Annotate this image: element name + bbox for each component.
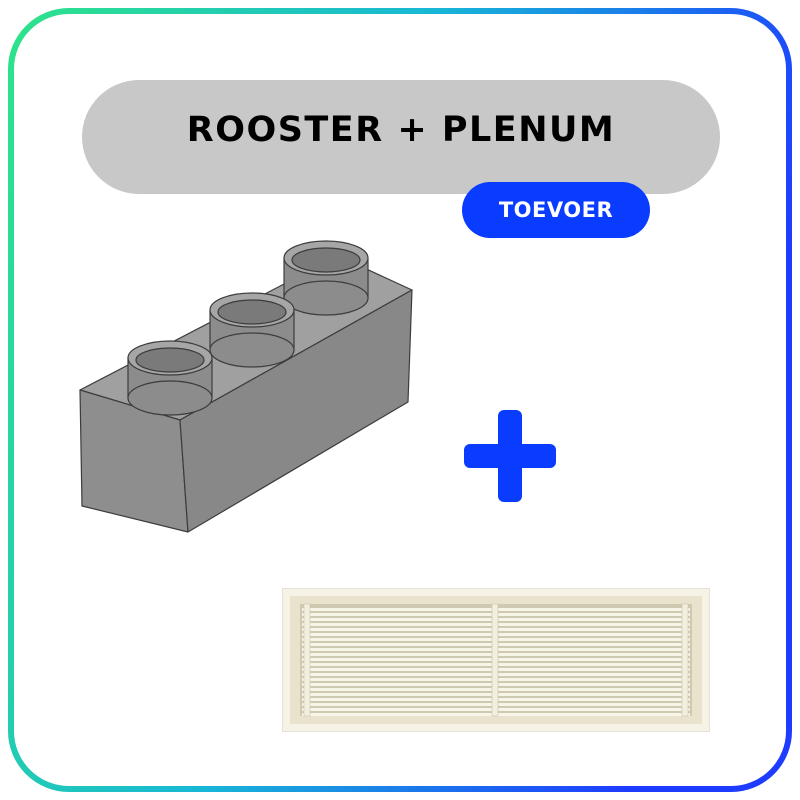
grille-image <box>282 588 710 732</box>
plenum-box-image <box>79 240 413 533</box>
title-banner: ROOSTER + PLENUM <box>82 80 720 194</box>
plus-icon <box>464 410 556 502</box>
toevoer-badge: TOEVOER <box>462 182 650 238</box>
page-title: ROOSTER + PLENUM <box>186 110 616 150</box>
